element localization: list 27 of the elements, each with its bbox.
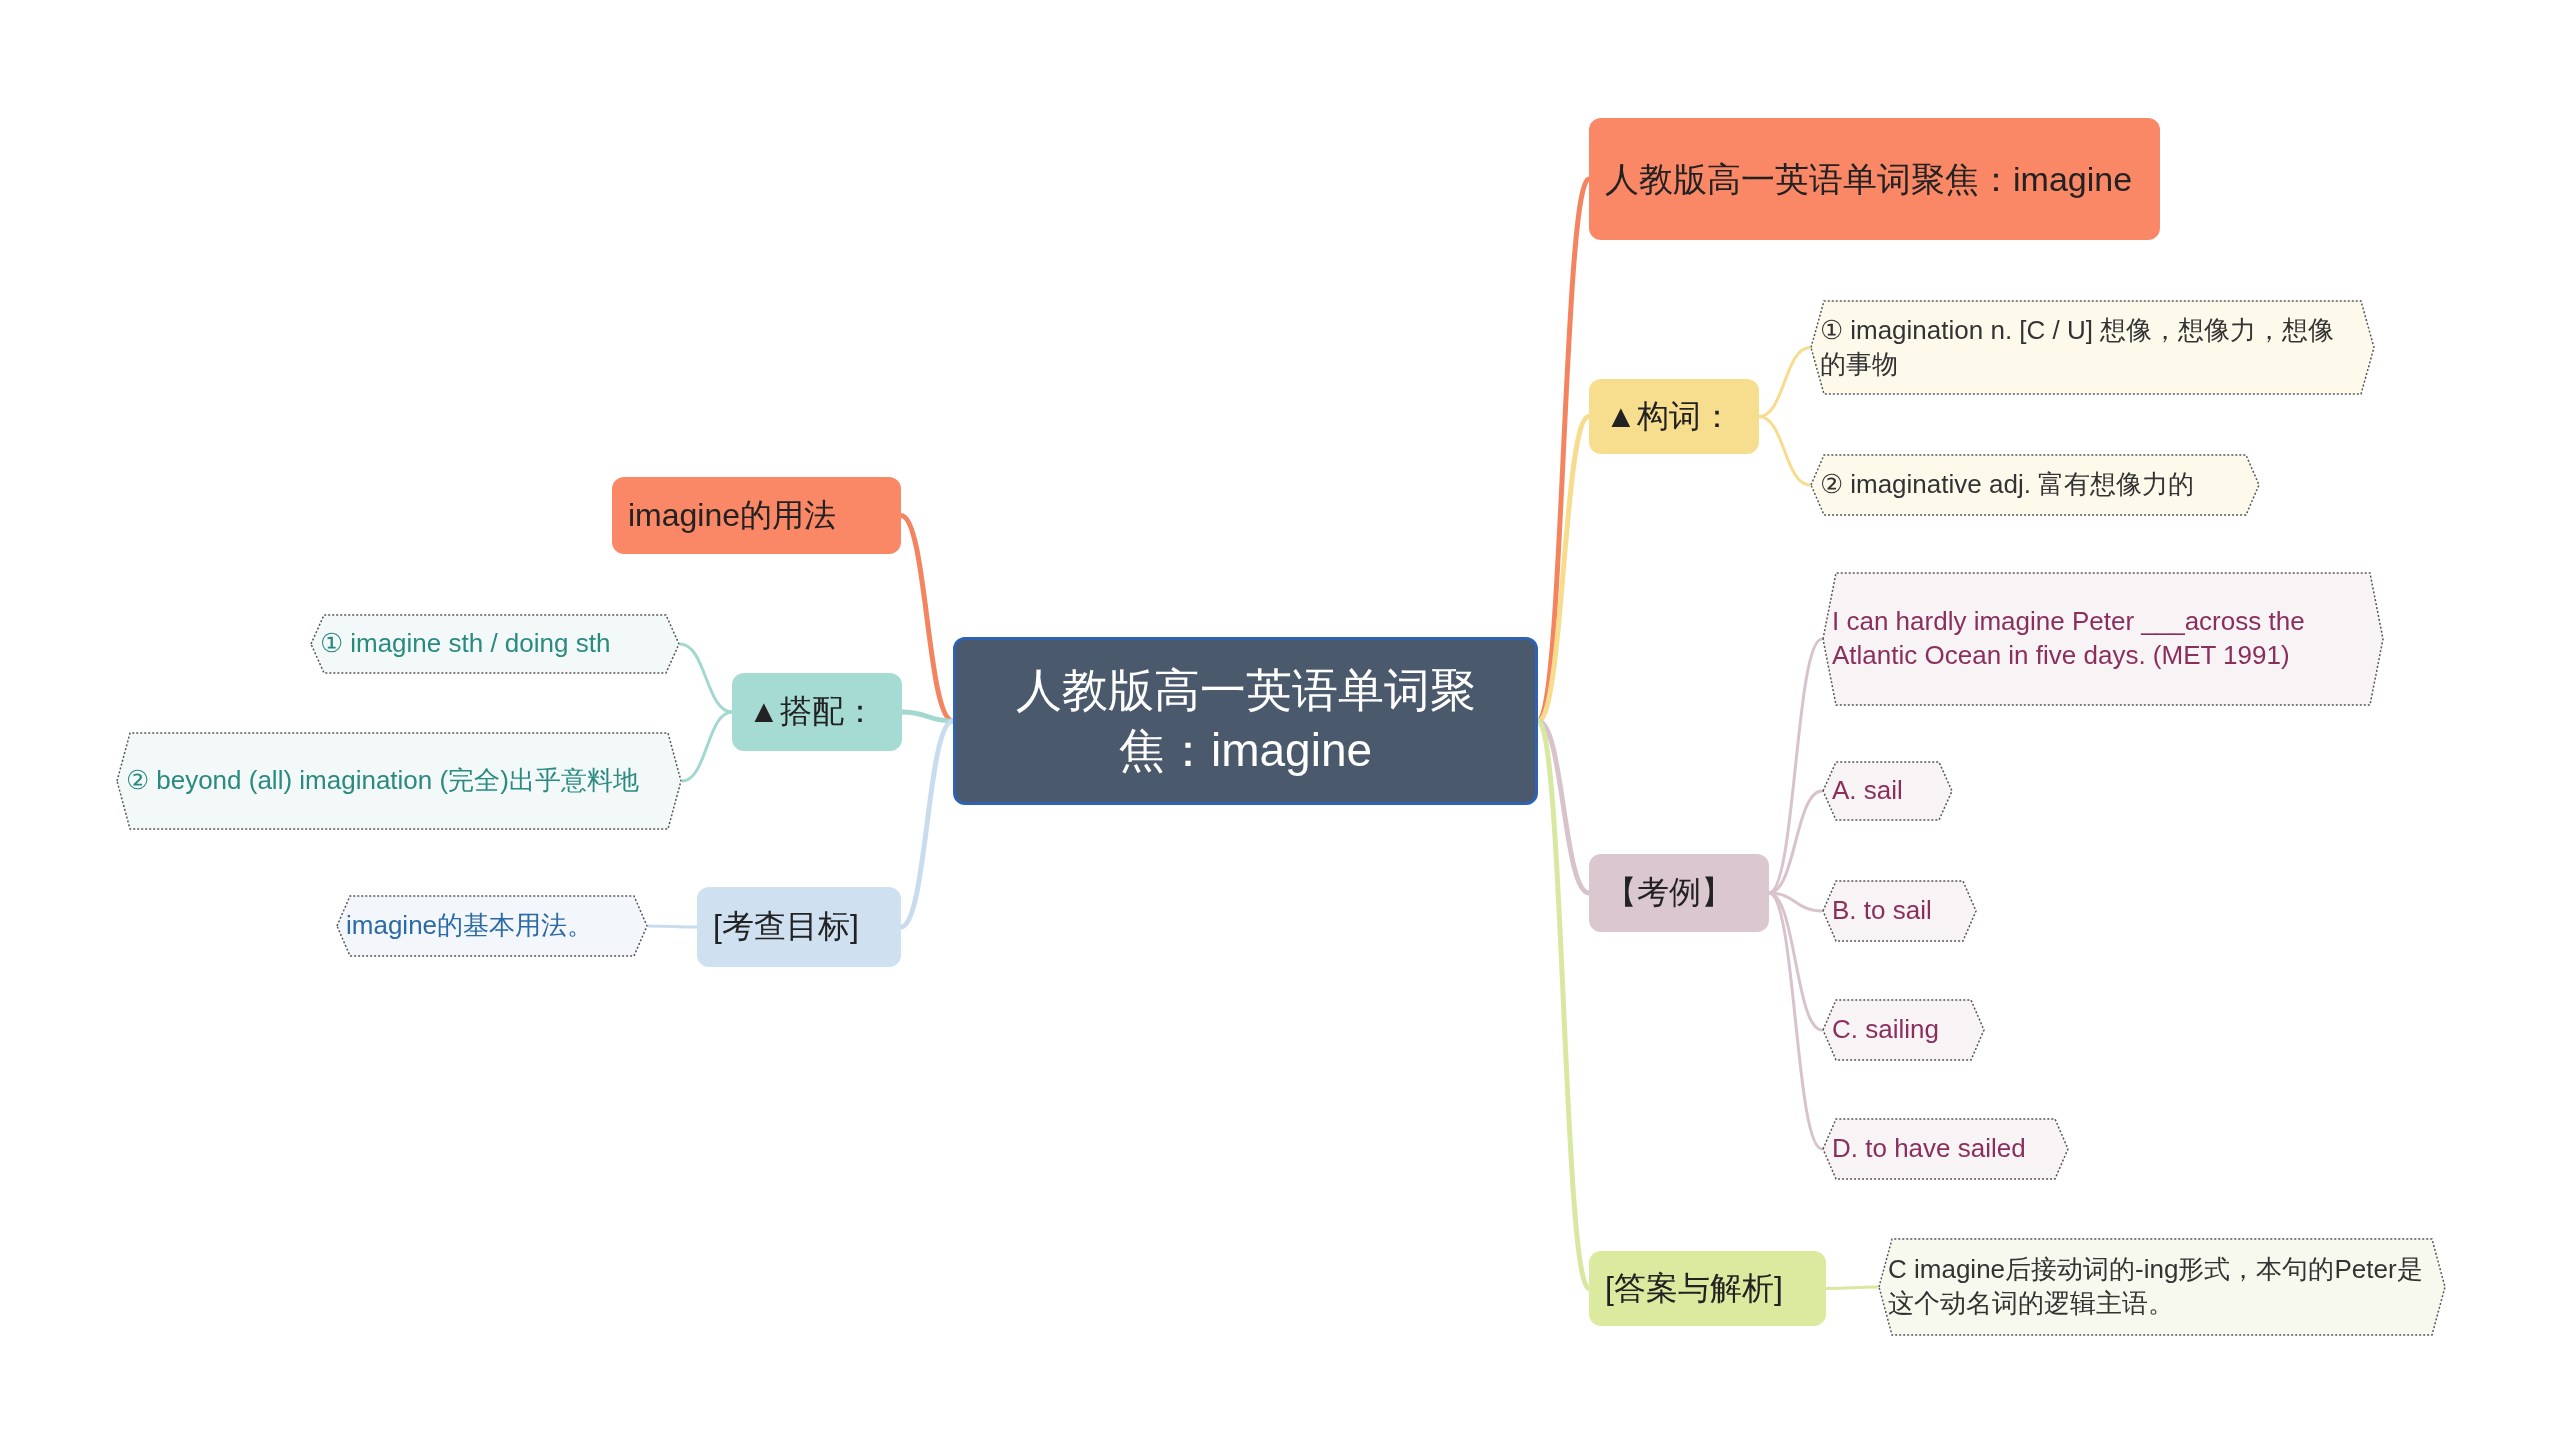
branch-topic-box: 【考例】 (1589, 854, 1769, 932)
branch-topic-box: [答案与解析] (1589, 1251, 1826, 1326)
leaf-topic-box: imagine的基本用法。 (336, 895, 648, 957)
branch-topic-box: ▲搭配： (732, 673, 902, 751)
leaf-topic-box: ① imagination n. [C / U] 想像，想像力，想像的事物 (1810, 300, 2375, 395)
connector-line (1758, 415, 1811, 487)
branch-topic-box: [考查目标] (697, 887, 901, 967)
connector-line (679, 642, 733, 714)
leaf-topic-box: ① imagine sth / doing sth (310, 614, 680, 674)
connector-line (901, 709, 954, 724)
leaf-topic-box: I can hardly imagine Peter ___across the Atlantic Ocean in five days. (MET 1991) (1822, 572, 2384, 706)
connector-line (648, 924, 697, 929)
branch-topic-box: imagine的用法 (612, 477, 901, 554)
leaf-topic-box: C. sailing (1822, 999, 1985, 1061)
connector-line (681, 710, 733, 783)
leaf-topic-box: C imagine后接动词的-ing形式，本句的Peter是这个动名词的逻辑主语。 (1878, 1238, 2446, 1336)
branch-topic-box: ▲构词： (1589, 379, 1759, 454)
connector-line (1536, 414, 1591, 723)
leaf-topic-box: B. to sail (1822, 880, 1977, 942)
branch-topic-box: 人教版高一英语单词聚焦：imagine (1589, 118, 2160, 240)
leaf-topic-box: ② imaginative adj. 富有想像力的 (1810, 454, 2260, 516)
leaf-topic-box: ② beyond (all) imagination (完全)出乎意料地 (116, 732, 682, 830)
leaf-topic-box: A. sail (1822, 761, 1953, 821)
connector-line (899, 718, 955, 930)
leaf-topic-box: D. to have sailed (1822, 1118, 2069, 1180)
connector-line (1826, 1285, 1878, 1290)
central-topic-box: 人教版高一英语单词聚焦：imagine (953, 637, 1538, 805)
